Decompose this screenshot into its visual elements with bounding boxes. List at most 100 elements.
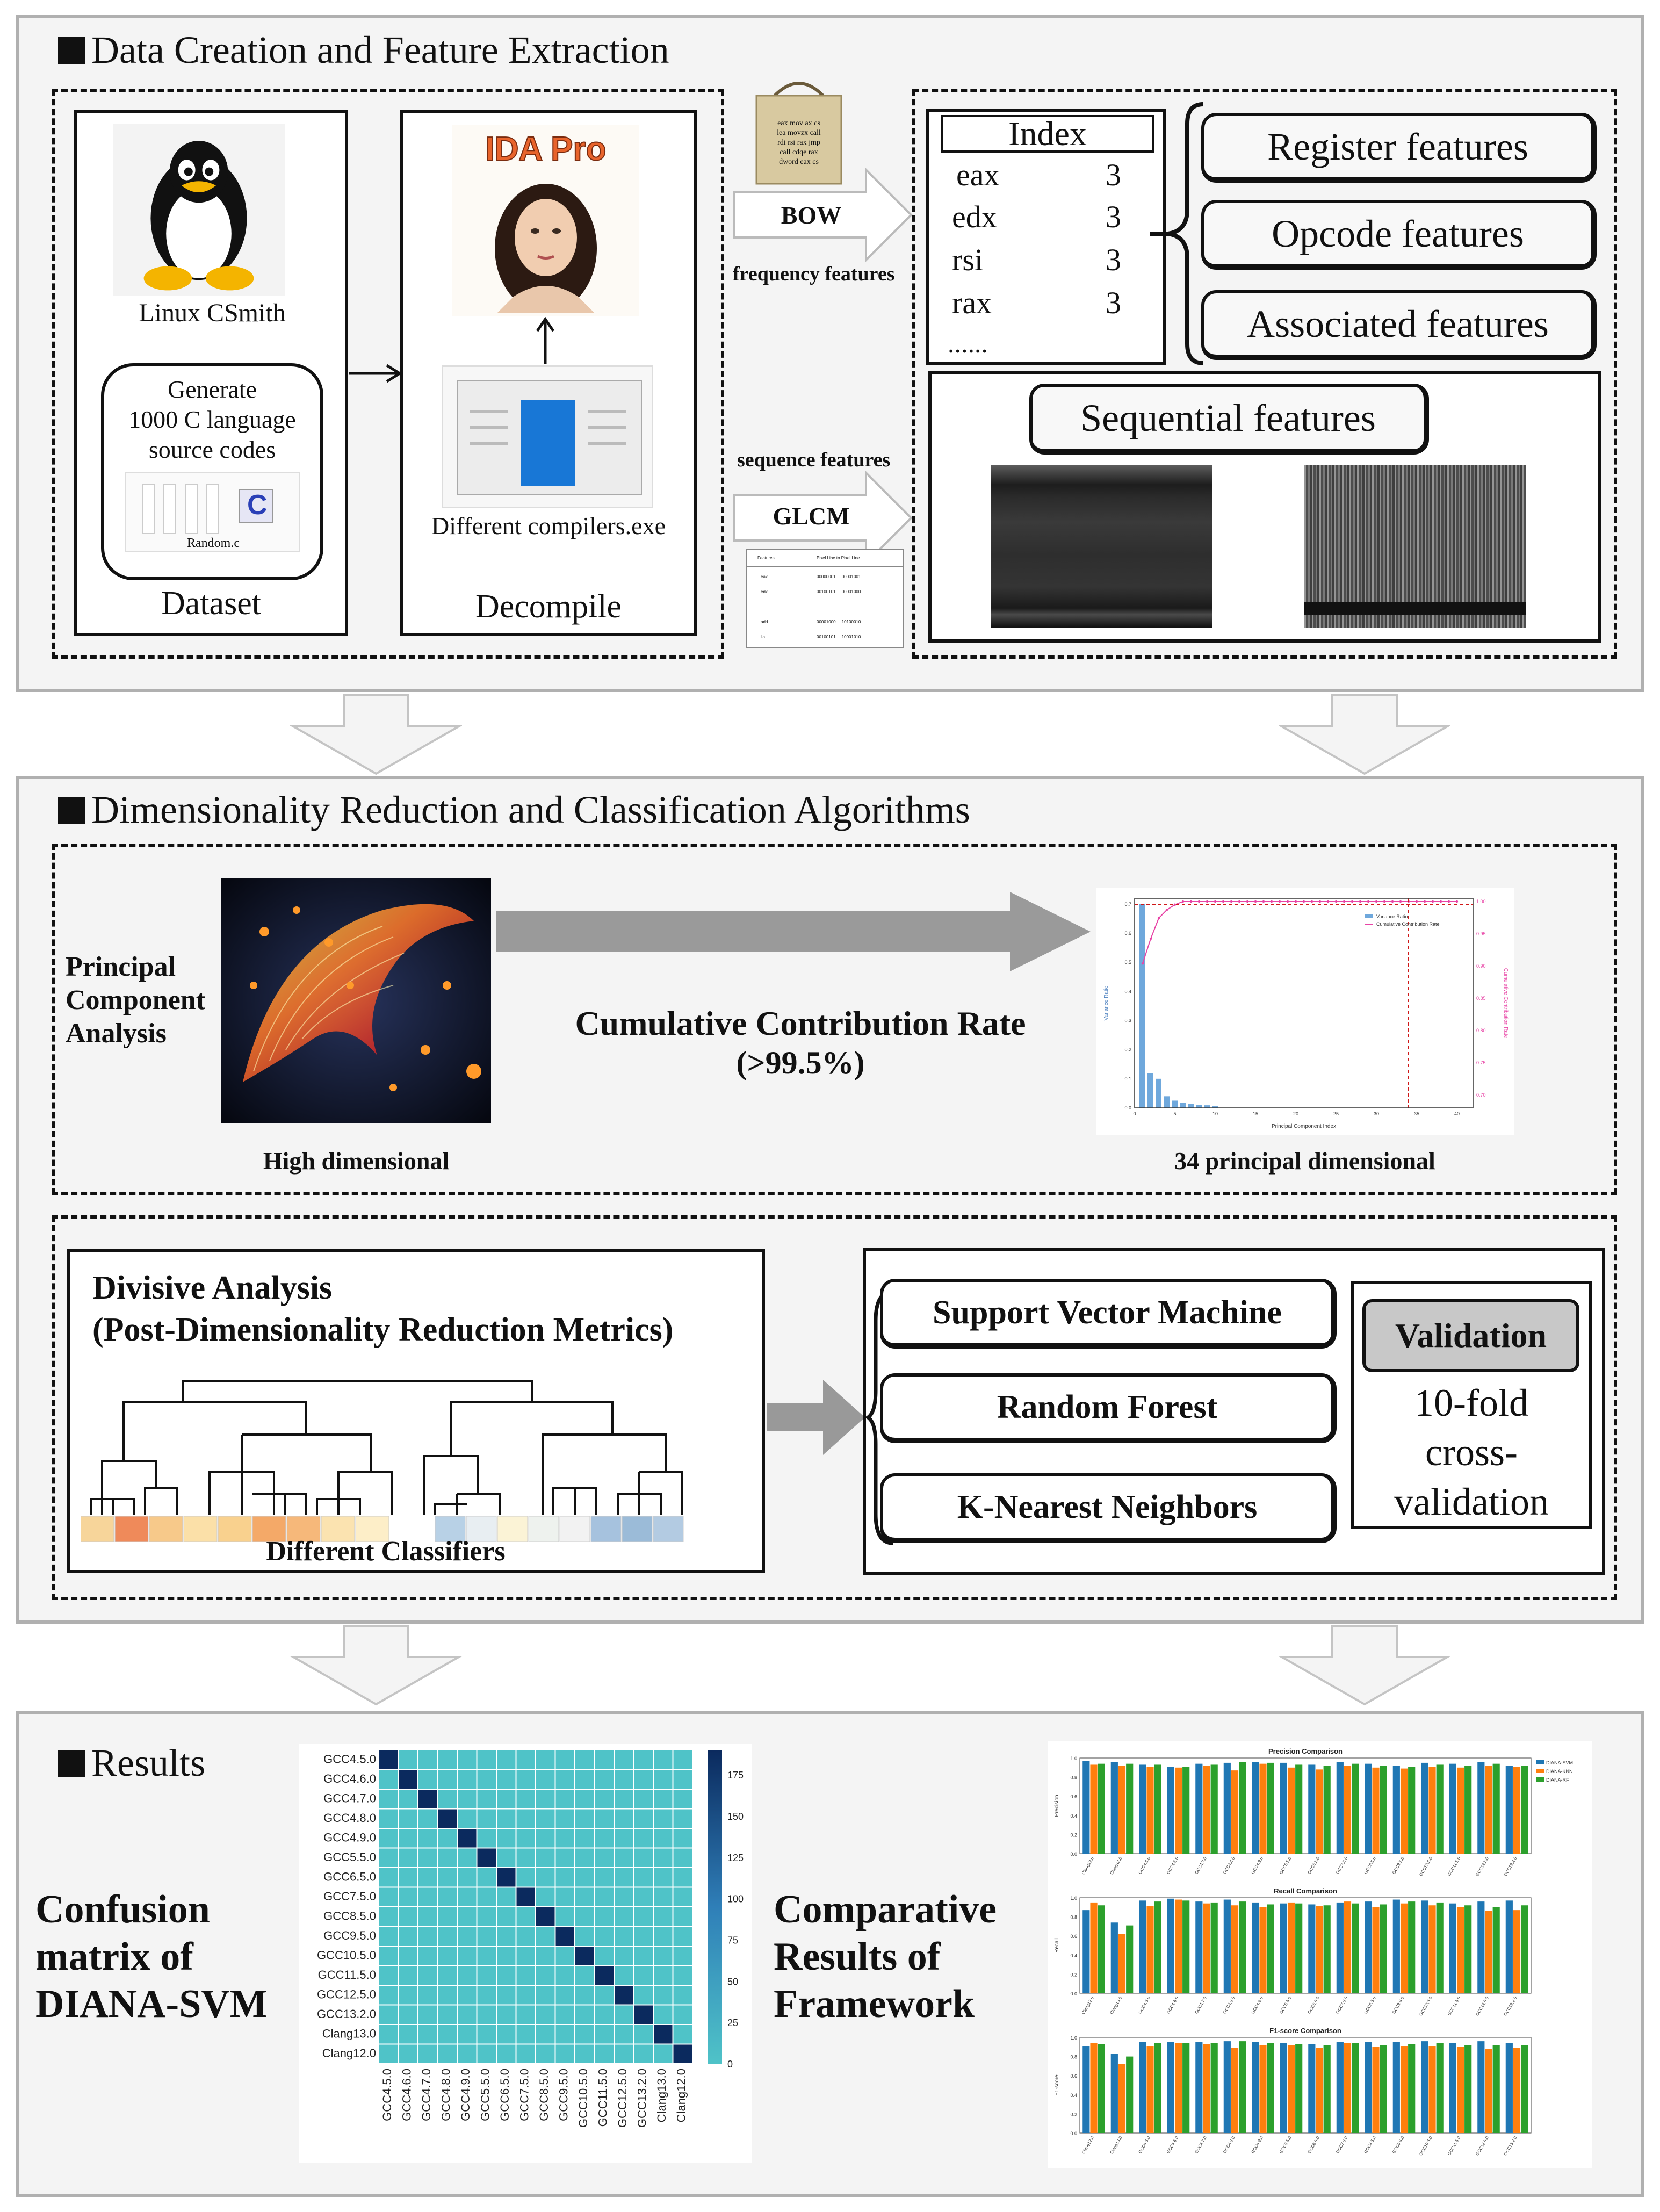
confusion-cell bbox=[418, 1927, 437, 1946]
variance-chart-card: Variance Ratio Cumulative Contribution R… bbox=[1096, 888, 1514, 1135]
cumulative-point bbox=[1141, 962, 1144, 965]
comparison-ylabel: F1-score bbox=[1054, 2074, 1060, 2096]
confusion-cell bbox=[418, 1907, 437, 1926]
comparison-bar bbox=[1182, 1767, 1190, 1854]
variance-bar bbox=[1139, 904, 1145, 1108]
confusion-cell bbox=[673, 1907, 692, 1926]
confusion-cell bbox=[516, 1966, 535, 1985]
comparison-xtick: GCC5.5.0 bbox=[1279, 1856, 1293, 1875]
confusion-cell bbox=[458, 1966, 477, 1985]
comparison-ytick: 1.0 bbox=[1070, 1896, 1077, 1901]
confusion-cell bbox=[575, 1848, 594, 1867]
confusion-cell bbox=[418, 1750, 437, 1769]
confusion-cell bbox=[595, 1868, 614, 1887]
confusion-cell bbox=[555, 1947, 574, 1965]
bow-label: BOW bbox=[781, 201, 842, 229]
confusion-cell bbox=[536, 1750, 555, 1769]
confusion-cell bbox=[555, 1809, 574, 1828]
variance-ytick: 0.4 bbox=[1124, 989, 1131, 994]
feature-section-title: Data Creation and Feature Extraction bbox=[58, 28, 669, 73]
confusion-cell bbox=[477, 1770, 496, 1789]
confusion-cell bbox=[497, 1868, 516, 1887]
comparison-bar bbox=[1323, 1905, 1331, 1993]
cumulative-point bbox=[1431, 900, 1434, 903]
random-forest-label: Random Forest bbox=[997, 1388, 1218, 1425]
confusion-cell bbox=[654, 1887, 673, 1906]
confusion-cell bbox=[399, 1927, 417, 1946]
confusion-cell bbox=[497, 1750, 516, 1769]
dataset-to-decompile-arrow bbox=[349, 364, 402, 383]
comparison-xtick: GCC6.5.0 bbox=[1307, 2135, 1320, 2155]
down-arrow-right-1 bbox=[1279, 694, 1450, 775]
confusion-cell bbox=[654, 1829, 673, 1848]
dataset-label: Dataset bbox=[161, 585, 261, 622]
bag-of-words-icon: eax mov ax cs lea movzx call rdi rsi rax… bbox=[752, 75, 846, 186]
variance-bar bbox=[1156, 1078, 1161, 1108]
associated-features-box: Associated features bbox=[1201, 290, 1597, 360]
variance-y2tick: 0.70 bbox=[1476, 1092, 1486, 1098]
confusion-title-1: Confusion bbox=[35, 1887, 210, 1932]
comparison-charts: Precision Comparison0.00.20.40.60.81.0Pr… bbox=[1054, 1747, 1573, 2157]
glcm-arrow bbox=[733, 471, 913, 565]
comparison-bar bbox=[1428, 1905, 1436, 1993]
confusion-cell bbox=[418, 1829, 437, 1848]
confusion-title-3: DIANA-SVM bbox=[35, 1982, 268, 2026]
comparative-title-1: Comparative bbox=[774, 1887, 997, 1932]
confusion-cell bbox=[654, 1986, 673, 2005]
pca-group bbox=[52, 844, 1617, 1195]
comparison-bar bbox=[1167, 1898, 1174, 1993]
confusion-cell bbox=[516, 1790, 535, 1808]
comparison-bar bbox=[1098, 1905, 1105, 1993]
comparison-bar bbox=[1252, 1762, 1259, 1854]
comparison-bar bbox=[1505, 2043, 1513, 2133]
confusion-cell bbox=[634, 1848, 653, 1867]
confusion-cell bbox=[673, 1887, 692, 1906]
confusion-cell bbox=[497, 2025, 516, 2044]
comparison-bar bbox=[1126, 2056, 1134, 2133]
comparison-xtick: GCC5.5.0 bbox=[1279, 2135, 1293, 2155]
confusion-row-label: GCC8.5.0 bbox=[323, 1910, 376, 1923]
confusion-cell bbox=[379, 1829, 398, 1848]
confusion-cell bbox=[418, 1848, 437, 1867]
confusion-cell bbox=[379, 1907, 398, 1926]
comparison-xtick: GCC10.5.0 bbox=[1418, 1856, 1433, 1877]
classifiers-brace bbox=[866, 1289, 893, 1545]
mini-cell: ...... bbox=[761, 604, 768, 609]
confusion-cell bbox=[379, 1887, 398, 1906]
confusion-cell bbox=[555, 2025, 574, 2044]
confusion-cell bbox=[458, 1868, 477, 1887]
comparison-bar bbox=[1295, 2044, 1303, 2133]
confusion-row-label: GCC12.5.0 bbox=[317, 1988, 376, 2001]
confusion-cell bbox=[595, 1986, 614, 2005]
comparison-ytick: 1.0 bbox=[1070, 1756, 1077, 1761]
colorbar-tick: 100 bbox=[727, 1894, 744, 1905]
comparison-bar bbox=[1505, 1766, 1513, 1854]
bag-line-2: lea movzx call bbox=[777, 129, 821, 137]
comparison-bar bbox=[1090, 2043, 1098, 2133]
comparison-bar bbox=[1400, 1768, 1408, 1854]
mini-cell: add bbox=[761, 619, 768, 624]
comparison-bar bbox=[1365, 1763, 1372, 1854]
confusion-cell bbox=[634, 1750, 653, 1769]
confusion-cell bbox=[477, 1809, 496, 1828]
comparison-bar bbox=[1428, 1767, 1436, 1854]
confusion-cell bbox=[555, 1790, 574, 1808]
opcode-features-label: Opcode features bbox=[1272, 212, 1524, 255]
confusion-cell bbox=[555, 1966, 574, 1985]
confusion-col-label: GCC6.5.0 bbox=[498, 2069, 511, 2121]
comparison-ytick: 0.0 bbox=[1070, 2131, 1077, 2136]
confusion-cell bbox=[438, 2044, 457, 2063]
confusion-cell bbox=[654, 1907, 673, 1926]
confusion-cell bbox=[555, 1986, 574, 2005]
dendrogram-leaf bbox=[622, 1516, 653, 1542]
comparison-bar bbox=[1372, 2047, 1380, 2133]
confusion-cell bbox=[595, 2044, 614, 2063]
confusion-cell bbox=[379, 2044, 398, 2063]
confusion-cell bbox=[595, 1887, 614, 1906]
comparison-bar bbox=[1400, 2046, 1408, 2133]
cumulative-point bbox=[1149, 937, 1152, 940]
comparison-bar bbox=[1195, 2042, 1203, 2133]
section-square-icon bbox=[58, 37, 85, 64]
comparison-bar bbox=[1513, 1767, 1521, 1854]
cumulative-point bbox=[1181, 900, 1185, 903]
